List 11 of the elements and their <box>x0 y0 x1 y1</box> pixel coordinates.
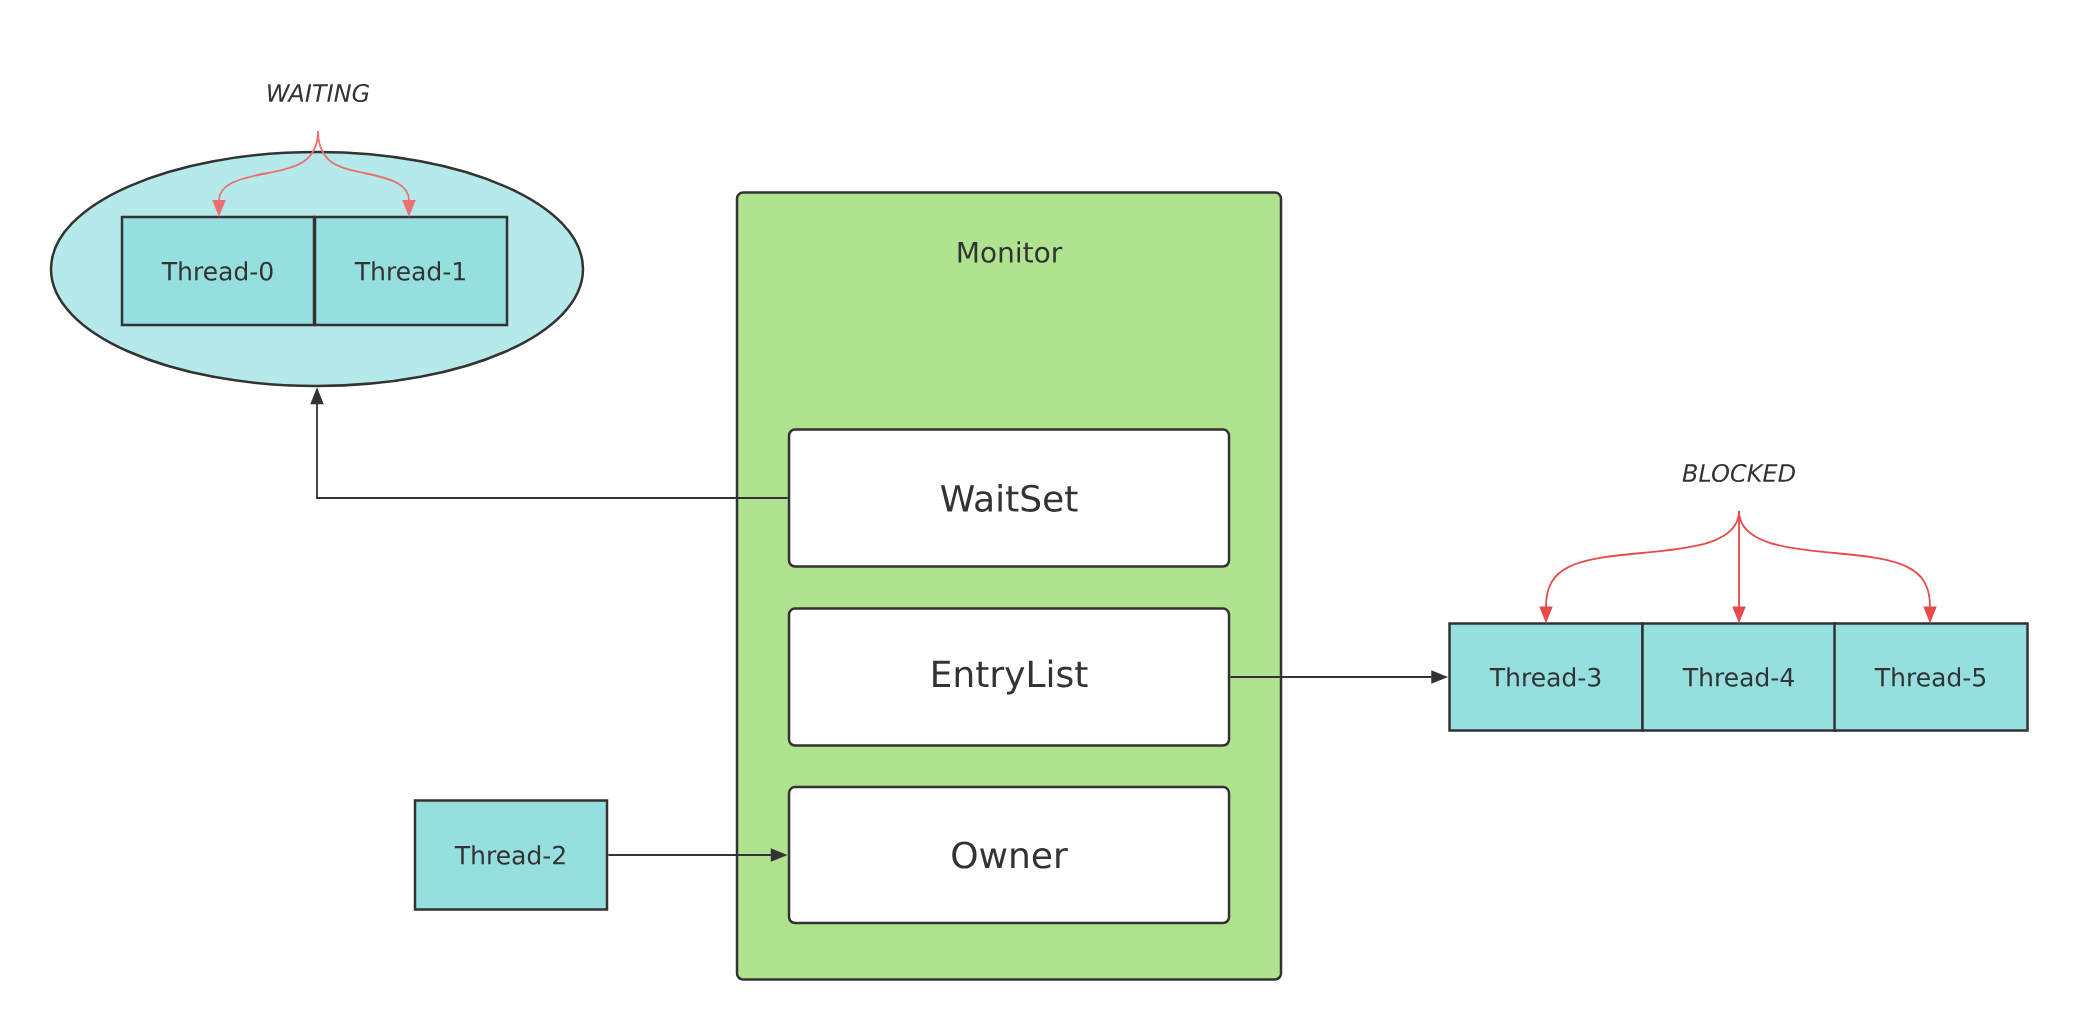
state-label: WAITING <box>268 83 369 103</box>
thread-box: Thread-1 <box>313 215 509 327</box>
thread-box: Thread-3 <box>1448 622 1644 732</box>
thread-box: Thread-2 <box>413 799 609 911</box>
thread-box: Thread-5 <box>1833 622 2029 732</box>
state-label: BLOCKED <box>1682 463 1795 483</box>
field-box: Owner <box>787 785 1231 925</box>
thread-box: Thread-4 <box>1641 622 1837 732</box>
thread-box: Thread-0 <box>120 215 316 327</box>
field-box: WaitSet <box>787 428 1231 568</box>
field-box: EntryList <box>787 607 1231 747</box>
